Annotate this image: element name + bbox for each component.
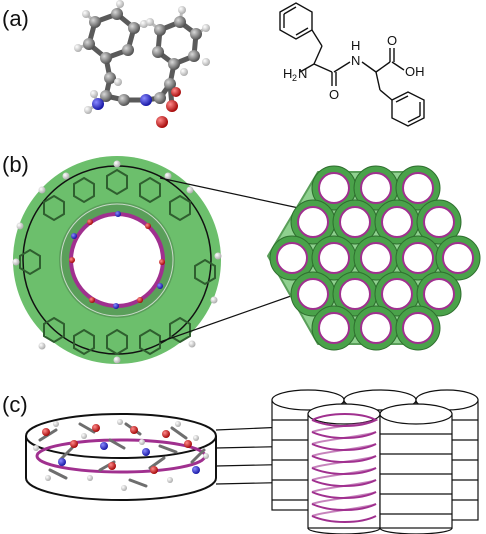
amine-subscript: 2 <box>292 73 297 83</box>
amine-n: N <box>298 66 307 81</box>
molecule-3d-model <box>74 0 210 128</box>
panel-label-c: (c) <box>2 392 28 417</box>
amide-o: O <box>329 87 339 102</box>
amine-h: H <box>283 66 292 81</box>
amide-h: H <box>351 38 360 53</box>
acid-o: O <box>387 33 397 48</box>
molecular-ring-disc <box>26 414 216 500</box>
nanotube-cross-section <box>13 156 222 364</box>
panel-label-b: (b) <box>2 152 29 177</box>
acid-oh: OH <box>405 64 425 79</box>
nanotube-bundle <box>268 166 480 350</box>
panel-label-a: (a) <box>2 6 29 31</box>
cylinder-stack <box>272 390 478 534</box>
amide-n: N <box>351 53 360 68</box>
